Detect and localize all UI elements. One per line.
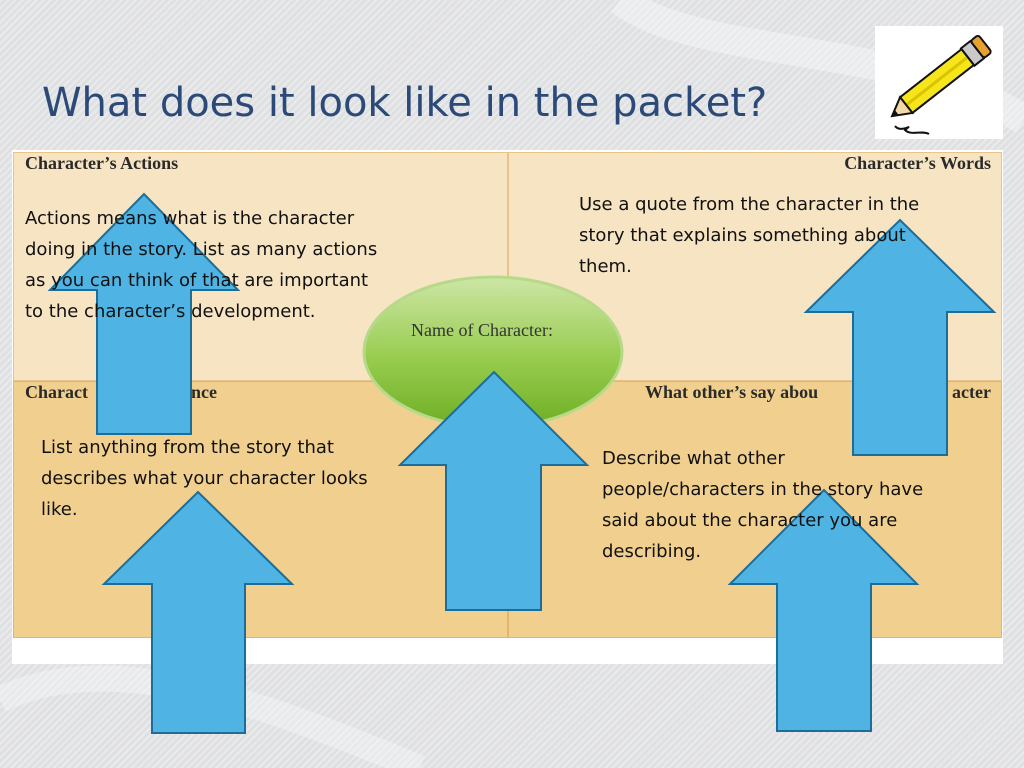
up-arrow-appearance — [101, 490, 295, 734]
quadrant-appearance — [13, 381, 508, 638]
others-heading-right: acter — [952, 382, 991, 402]
actions-description: Actions means what is the character doin… — [25, 208, 378, 322]
actions-heading: Character’s Actions — [25, 153, 179, 173]
up-arrow-others — [727, 488, 920, 732]
up-arrow-center — [397, 370, 590, 611]
pencil-clipart — [875, 26, 1003, 139]
appearance-heading-left: Charact — [25, 382, 88, 402]
up-arrow-words — [803, 218, 997, 456]
up-arrow-actions — [47, 192, 241, 435]
pencil-icon — [890, 35, 992, 135]
words-description: Use a quote from the character in the st… — [579, 194, 920, 277]
others-heading-left: What other’s say abou — [645, 382, 819, 402]
words-heading: Character’s Words — [844, 153, 991, 173]
others-description: Describe what other people/characters in… — [602, 448, 924, 562]
slide-title: What does it look like in the packet? — [42, 80, 768, 126]
character-name-label: Name of Character: — [411, 320, 553, 340]
appearance-description: List anything from the story that descri… — [41, 437, 368, 520]
